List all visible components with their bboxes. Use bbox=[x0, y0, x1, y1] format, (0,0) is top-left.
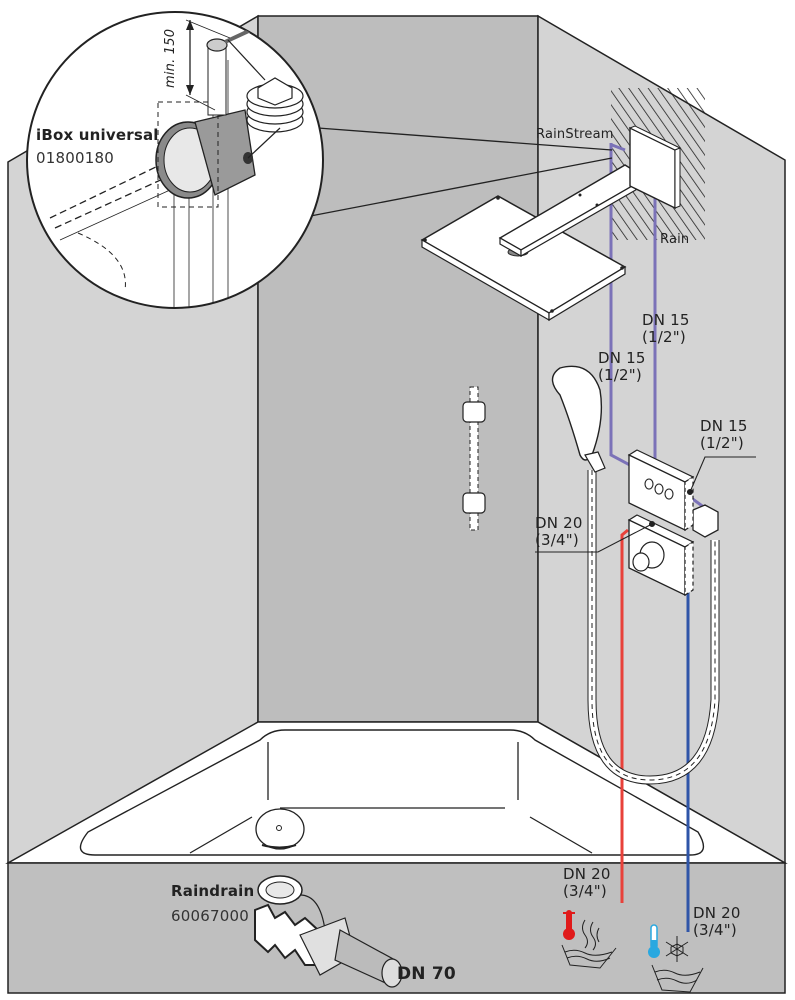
dimension-arrow bbox=[185, 19, 231, 111]
thermostat-panel bbox=[627, 514, 695, 597]
raindrain-product-name: Raindrain bbox=[171, 882, 255, 900]
raindrain-icon bbox=[254, 875, 403, 988]
pipe-label-dn20-hot: DN 20(3/4") bbox=[563, 865, 611, 900]
rain-label: Rain bbox=[660, 232, 690, 247]
bathtub-basin bbox=[79, 729, 705, 856]
leader-lines bbox=[535, 456, 756, 553]
pipe-plug-icon bbox=[246, 77, 304, 133]
cold-water-bowl-icon bbox=[651, 964, 704, 993]
pipe-label-dn15-rain: DN 15(1/2") bbox=[642, 311, 690, 346]
rainstream-label: RainStream bbox=[536, 127, 614, 142]
ibox-detail-callout bbox=[26, 11, 324, 309]
hot-water-pipe bbox=[620, 528, 629, 903]
wall-outlet-icon bbox=[692, 504, 719, 538]
raindrain-product-code: 60067000 bbox=[171, 907, 249, 925]
ibox-product-name: iBox universal bbox=[36, 126, 159, 144]
pipe-label-dn15-outlet: DN 15(1/2") bbox=[700, 417, 748, 452]
thermometer-hot-icon bbox=[563, 910, 600, 951]
hot-water-bowl-icon bbox=[561, 944, 617, 969]
drain-outlet-label: DN 70 bbox=[397, 964, 456, 984]
shower-hose bbox=[587, 470, 720, 785]
pipe-label-dn20-cold: DN 20(3/4") bbox=[693, 904, 741, 939]
pipe-label-dn15-rainstream: DN 15(1/2") bbox=[598, 349, 646, 384]
dimension-label: min. 150 bbox=[163, 28, 178, 88]
callout-connector bbox=[299, 127, 613, 219]
drain-cover-icon bbox=[255, 808, 305, 850]
hand-shower-icon bbox=[551, 365, 606, 473]
shower-rail-icon bbox=[462, 386, 486, 531]
pipe-label-dn20-mixer: DN 20(3/4") bbox=[535, 514, 583, 549]
overhead-shower-icon bbox=[420, 125, 682, 322]
thermometer-cold-icon bbox=[648, 924, 660, 958]
ibox-product-code: 01800180 bbox=[36, 149, 114, 167]
snowflake-icon bbox=[665, 936, 689, 962]
